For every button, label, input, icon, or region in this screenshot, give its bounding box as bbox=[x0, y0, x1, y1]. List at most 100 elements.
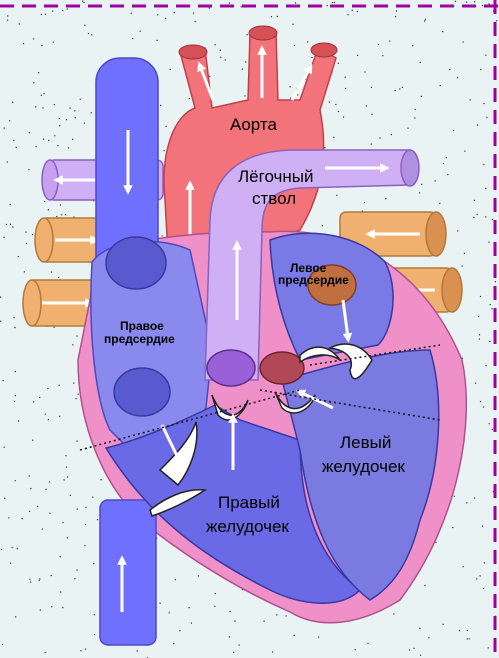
speckle-dot bbox=[402, 87, 403, 88]
speckle-dot bbox=[396, 10, 397, 11]
speckle-dot bbox=[32, 234, 33, 235]
speckle-dot bbox=[15, 480, 16, 481]
speckle-dot bbox=[157, 14, 158, 15]
speckle-dot bbox=[225, 59, 226, 60]
speckle-dot bbox=[245, 61, 246, 62]
speckle-dot bbox=[66, 119, 67, 120]
speckle-dot bbox=[424, 21, 425, 22]
speckle-dot bbox=[84, 123, 85, 124]
speckle-dot bbox=[65, 455, 66, 456]
speckle-dot bbox=[338, 111, 339, 112]
speckle-dot bbox=[477, 125, 478, 126]
label-left-ventricle-1: Левый bbox=[340, 434, 391, 452]
speckle-dot bbox=[420, 62, 421, 63]
speckle-dot bbox=[233, 652, 234, 653]
speckle-dot bbox=[131, 13, 132, 14]
speckle-dot bbox=[318, 637, 319, 638]
speckle-dot bbox=[492, 219, 493, 220]
speckle-dot bbox=[483, 164, 484, 165]
speckle-dot bbox=[294, 45, 295, 46]
speckle-dot bbox=[239, 644, 240, 645]
speckle-dot bbox=[357, 11, 358, 12]
speckle-dot bbox=[452, 527, 453, 528]
speckle-dot bbox=[12, 547, 13, 548]
speckle-dot bbox=[467, 638, 468, 639]
speckle-dot bbox=[371, 144, 372, 145]
speckle-dot bbox=[29, 475, 30, 476]
speckle-dot bbox=[74, 578, 75, 579]
speckle-dot bbox=[229, 611, 230, 612]
speckle-dot bbox=[271, 16, 272, 17]
speckle-dot bbox=[485, 188, 486, 189]
speckle-dot bbox=[13, 317, 14, 318]
speckle-dot bbox=[483, 103, 484, 104]
speckle-dot bbox=[37, 506, 38, 507]
speckle-dot bbox=[18, 420, 19, 421]
speckle-dot bbox=[62, 522, 63, 523]
speckle-dot bbox=[40, 610, 41, 611]
speckle-dot bbox=[26, 243, 27, 244]
speckle-dot bbox=[446, 157, 447, 158]
label-left-atrium-2: предсердие bbox=[278, 274, 349, 287]
speckle-dot bbox=[457, 77, 458, 78]
speckle-dot bbox=[466, 2, 467, 3]
speckle-dot bbox=[84, 25, 85, 26]
speckle-dot bbox=[209, 76, 210, 77]
speckle-dot bbox=[241, 6, 242, 7]
speckle-dot bbox=[48, 419, 49, 420]
speckle-dot bbox=[91, 34, 92, 35]
speckle-dot bbox=[324, 147, 325, 148]
speckle-dot bbox=[195, 21, 196, 22]
speckle-dot bbox=[39, 578, 40, 579]
speckle-dot bbox=[132, 38, 133, 39]
speckle-dot bbox=[48, 209, 49, 210]
speckle-dot bbox=[19, 23, 20, 24]
speckle-dot bbox=[56, 216, 57, 217]
speckle-dot bbox=[189, 98, 190, 99]
speckle-dot bbox=[12, 226, 13, 227]
speckle-dot bbox=[209, 8, 210, 9]
speckle-dot bbox=[447, 174, 448, 175]
coronary-sinus-opening bbox=[114, 368, 170, 416]
speckle-dot bbox=[33, 38, 34, 39]
speckle-dot bbox=[4, 447, 5, 448]
speckle-dot bbox=[1, 549, 2, 550]
speckle-dot bbox=[486, 117, 487, 118]
speckle-dot bbox=[466, 502, 467, 503]
speckle-dot bbox=[482, 5, 483, 6]
speckle-dot bbox=[489, 3, 490, 4]
speckle-dot bbox=[58, 277, 59, 278]
speckle-dot bbox=[393, 613, 394, 614]
speckle-dot bbox=[77, 509, 78, 510]
speckle-dot bbox=[33, 82, 34, 83]
speckle-dot bbox=[67, 537, 68, 538]
speckle-dot bbox=[264, 621, 265, 622]
speckle-dot bbox=[464, 253, 465, 254]
speckle-dot bbox=[297, 94, 298, 95]
speckle-dot bbox=[45, 652, 46, 653]
speckle-dot bbox=[189, 607, 190, 608]
speckle-dot bbox=[435, 180, 436, 181]
speckle-dot bbox=[459, 630, 460, 631]
speckle-dot bbox=[367, 643, 368, 644]
speckle-dot bbox=[357, 55, 358, 56]
speckle-dot bbox=[92, 497, 93, 498]
speckle-dot bbox=[59, 118, 60, 119]
speckle-dot bbox=[198, 575, 199, 576]
speckle-dot bbox=[30, 582, 31, 583]
speckle-dot bbox=[309, 65, 310, 66]
speckle-dot bbox=[51, 272, 52, 273]
speckle-dot bbox=[162, 235, 163, 236]
speckle-dot bbox=[78, 394, 79, 395]
speckle-dot bbox=[371, 114, 372, 115]
speckle-dot bbox=[41, 45, 42, 46]
speckle-dot bbox=[35, 106, 36, 107]
speckle-dot bbox=[485, 55, 486, 56]
speckle-dot bbox=[74, 110, 75, 111]
label-left-ventricle-2: желудочек bbox=[322, 458, 405, 476]
speckle-dot bbox=[414, 648, 415, 649]
speckle-dot bbox=[311, 57, 312, 58]
speckle-dot bbox=[7, 161, 8, 162]
speckle-dot bbox=[333, 137, 334, 138]
